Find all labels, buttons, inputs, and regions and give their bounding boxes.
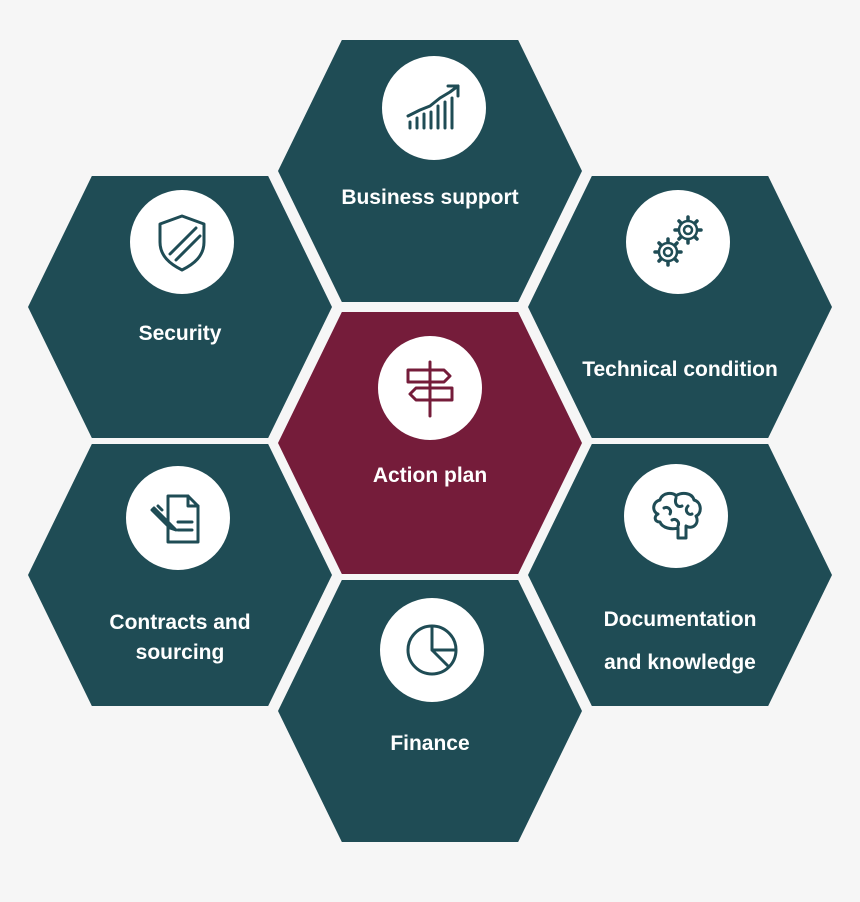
contracts-label: Contracts and sourcing [28,608,332,668]
shield-icon [158,214,206,272]
technical-condition-icon-badge [626,190,730,294]
security-icon-badge [130,190,234,294]
contract-edit-icon [150,494,200,544]
business-support-label: Business support [341,186,519,209]
contracts-label-line2: sourcing [135,641,225,664]
documentation-label-line2: and knowledge [604,651,756,674]
brain-icon [652,491,702,540]
gears-icon [653,215,703,267]
documentation-icon-badge [624,464,728,568]
finance-label: Finance [390,732,470,755]
documentation-label-line1: Documentation [603,608,757,631]
pie-chart-icon [406,624,458,676]
growth-chart-icon [406,84,460,130]
action-plan-label: Action plan [372,464,488,487]
signpost-icon [406,360,454,418]
technical-condition-label: Technical condition [582,358,778,381]
action-plan-icon-badge [378,336,482,440]
contracts-icon-badge [126,466,230,570]
finance-icon-badge [380,598,484,702]
business-support-icon-badge [382,56,486,160]
security-label: Security [138,322,222,345]
contracts-label-line1: Contracts and [109,611,251,634]
documentation-label: Documentation and knowledge [528,598,832,684]
